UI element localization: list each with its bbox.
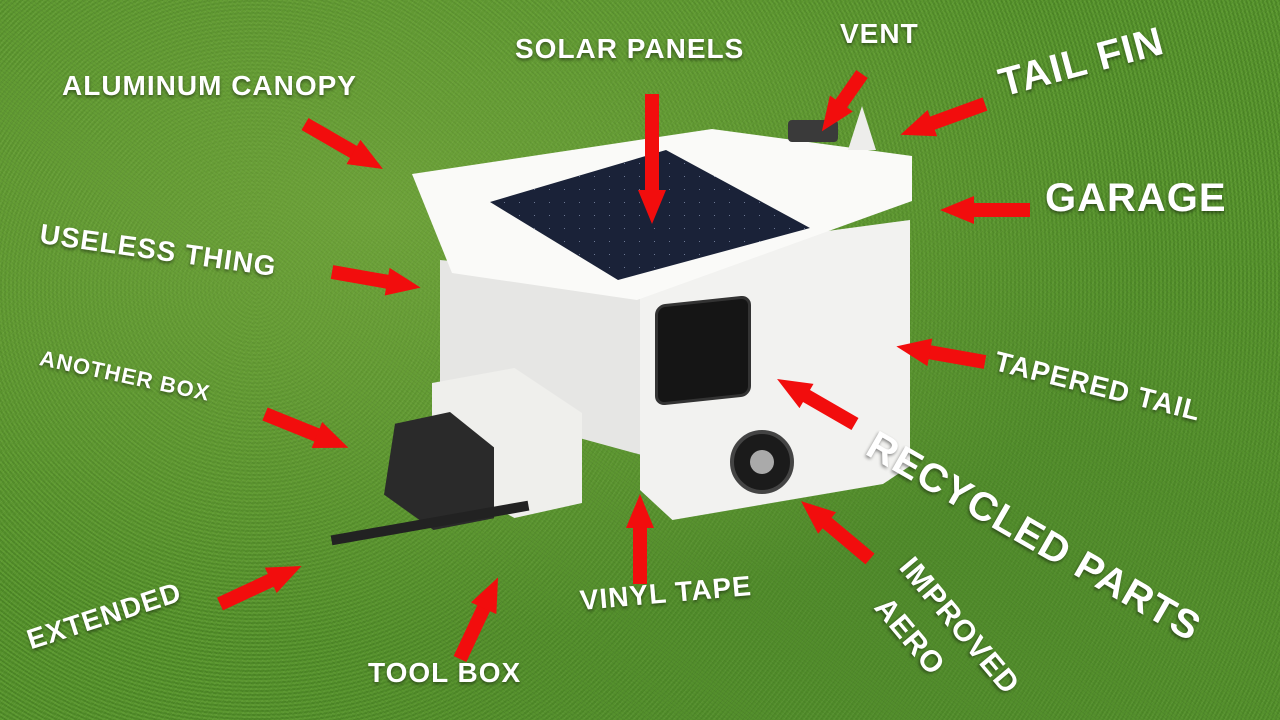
tail-fin — [848, 106, 876, 150]
arrow-solar-panels — [638, 94, 666, 224]
label-solar-panels: SOLAR PANELS — [515, 33, 745, 64]
arrow-vinyl-tape — [626, 494, 654, 584]
wheel — [730, 430, 794, 494]
label-aluminum-canopy: ALUMINUM CANOPY — [62, 70, 357, 101]
roof-vent — [788, 120, 838, 142]
label-garage: GARAGE — [1045, 176, 1227, 220]
label-tool-box: TOOL BOX — [368, 657, 522, 688]
label-vent: VENT — [840, 18, 919, 49]
arrow-garage — [940, 196, 1030, 224]
camper-trailer — [330, 106, 920, 546]
side-window — [655, 294, 751, 407]
